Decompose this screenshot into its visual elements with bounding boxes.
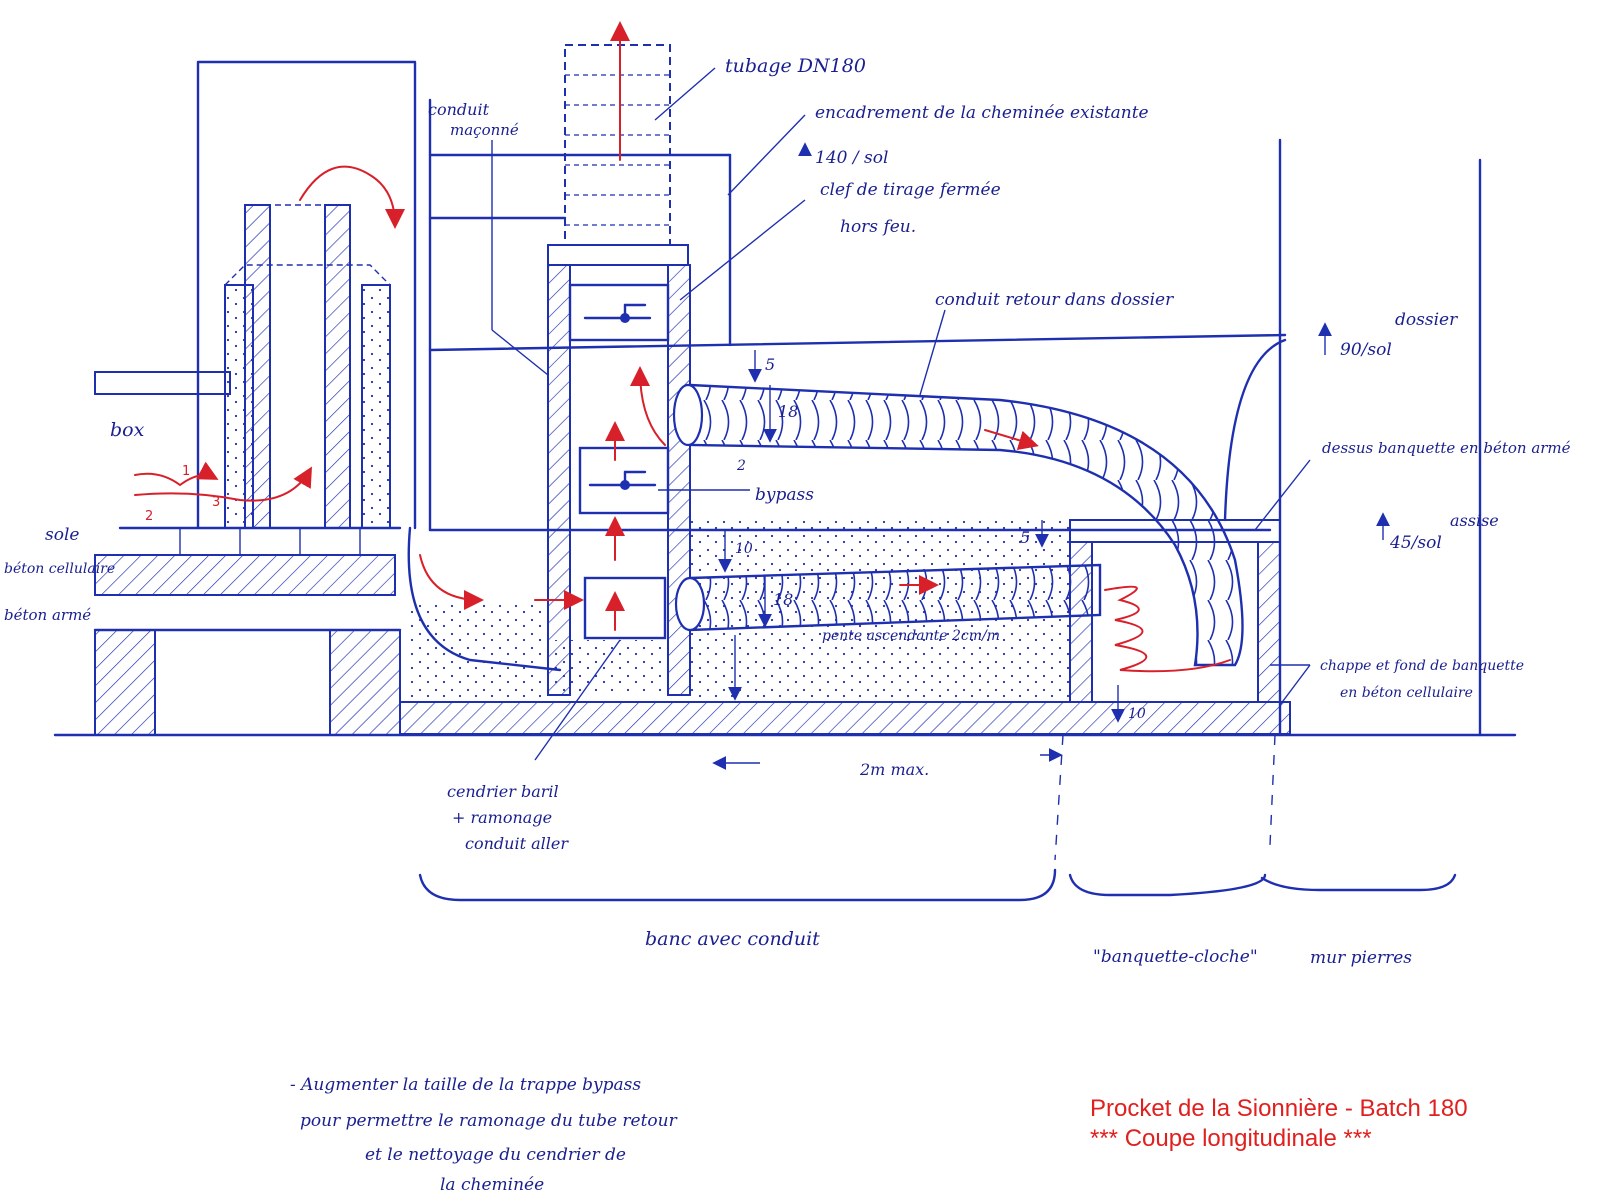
note-line-2: pour permettre le ramonage du tube retou… <box>300 1111 678 1131</box>
label-dessus-banquette: dessus banquette en béton armé <box>1322 439 1571 457</box>
dim-10b: 10 <box>1128 706 1146 722</box>
label-pente: pente ascendante 2cm/m <box>822 628 1000 644</box>
structure <box>53 371 1517 737</box>
flow-number-2: 2 <box>145 509 153 524</box>
dim-5a: 5 <box>765 355 775 374</box>
label-clef-2: hors feu. <box>840 217 916 237</box>
heater-core <box>196 60 562 700</box>
label-encadrement: encadrement de la cheminée existante <box>815 103 1149 123</box>
note-line-1: - Augmenter la taille de la trappe bypas… <box>290 1075 641 1095</box>
label-height-45: 45/sol <box>1389 533 1442 553</box>
credit-title: Procket de la Sionnière - Batch 180 <box>1090 1095 1468 1122</box>
gas-flow-arrows <box>134 21 1039 631</box>
dim-10a: 10 <box>735 541 753 557</box>
label-clef-1: clef de tirage fermée <box>820 180 1001 200</box>
label-height-90: 90/sol <box>1340 340 1392 360</box>
label-sole: sole <box>45 525 79 545</box>
label-bypass: bypass <box>755 485 814 505</box>
label-height-140: 140 / sol <box>815 148 888 168</box>
flow-number-3: 3 <box>212 495 220 510</box>
label-cendrier-1: cendrier baril <box>447 782 559 801</box>
label-conduit-maconne-2: maçonné <box>450 121 519 139</box>
label-cendrier-3: conduit aller <box>465 834 569 853</box>
note-line-3: et le nettoyage du cendrier de <box>365 1145 626 1165</box>
label-cendrier-2: + ramonage <box>452 808 552 827</box>
label-banc: banc avec conduit <box>645 928 820 950</box>
label-box: box <box>110 419 145 441</box>
dim-18a: 18 <box>778 402 798 421</box>
leader-lines <box>418 67 1457 902</box>
label-chappe-1: chappe et fond de banquette <box>1320 658 1524 674</box>
label-conduit-maconne-1: conduit <box>428 100 490 119</box>
dim-5b: 5 <box>1020 528 1030 547</box>
label-max-length: 2m max. <box>859 760 929 779</box>
label-chappe-2: en béton cellulaire <box>1340 685 1473 701</box>
credit-subtitle: *** Coupe longitudinale *** <box>1090 1125 1372 1152</box>
label-conduit-retour: conduit retour dans dossier <box>935 290 1174 310</box>
label-banquette-cloche: "banquette-cloche" <box>1093 947 1258 967</box>
label-mur: mur pierres <box>1310 948 1412 968</box>
bypass-note: - Augmenter la taille de la trappe bypas… <box>290 1075 678 1195</box>
label-tubage: tubage DN180 <box>725 55 866 77</box>
label-assise: assise <box>1450 511 1499 530</box>
label-beton-arme: béton armé <box>4 606 91 624</box>
flow-number-1: 1 <box>182 464 190 479</box>
flue-pipes <box>672 383 1244 673</box>
label-beton-cellulaire: béton cellulaire <box>4 561 115 577</box>
annotations: tubage DN180 encadrement de la cheminée … <box>4 55 1571 968</box>
dim-18b: 18 <box>773 590 793 609</box>
label-dossier: dossier <box>1395 310 1458 330</box>
dim-2: 2 <box>736 458 746 474</box>
note-line-4: la cheminée <box>440 1175 544 1195</box>
